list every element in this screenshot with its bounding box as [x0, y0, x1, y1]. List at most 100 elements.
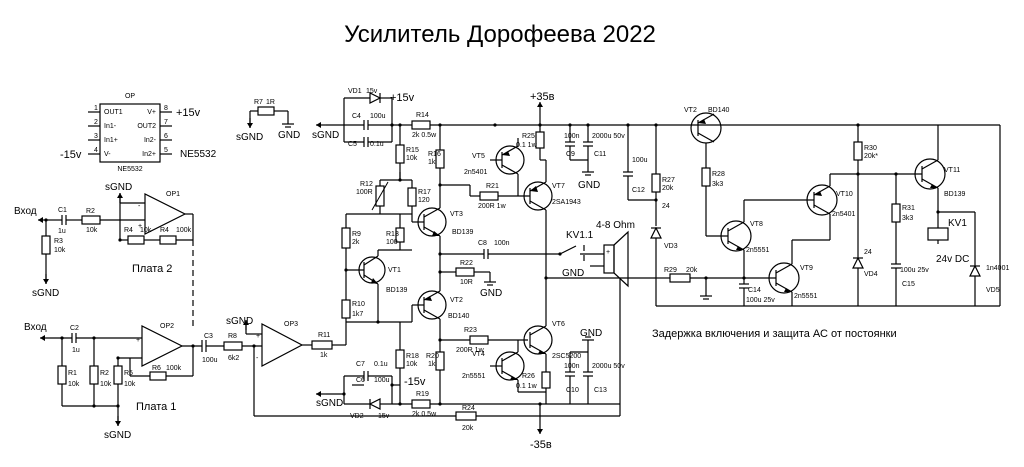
- r12-label: R12: [360, 181, 373, 188]
- r5-value: 10k: [124, 381, 136, 388]
- ic-part-small: NE5532: [117, 166, 142, 173]
- svg-text:+: +: [606, 249, 610, 256]
- amp-lower-supply: C7 0.1u C6 100u -15v sGND VD2 15v R19 2k…: [254, 278, 621, 432]
- svg-text:+: +: [138, 223, 142, 230]
- r6-value: 100k: [166, 365, 182, 372]
- op2-label: OP2: [160, 323, 174, 330]
- vd5-value: 1n4001: [986, 265, 1009, 272]
- c14-label: C14: [748, 287, 761, 294]
- c13-label: C13: [594, 387, 607, 394]
- relay-name: KV1: [948, 218, 967, 229]
- board1-preamp: Вход C2 1u R1 10k R2 10k R5 10k sGND + -…: [24, 316, 344, 441]
- r30-label: R30: [864, 145, 877, 152]
- gnd-label-upper-caps: GND: [578, 180, 600, 191]
- vt5-label: VT5: [472, 153, 485, 160]
- c10-value: 100n: [564, 363, 580, 370]
- r19-label: R19: [416, 391, 429, 398]
- vt2-prot-part: BD140: [708, 107, 730, 114]
- rail-vpos35: +35в: [530, 91, 555, 103]
- ic-num-3: 3: [94, 133, 98, 140]
- r5-label: R5: [124, 370, 133, 377]
- c7-value: 0.1u: [374, 361, 388, 368]
- vt3-part: BD139: [452, 229, 474, 236]
- vd4-label: VD4: [864, 271, 878, 278]
- r2-b1-label: R2: [100, 370, 109, 377]
- r12-value: 100R: [356, 189, 373, 196]
- ic-vneg-label: -15v: [60, 149, 82, 161]
- r4b-label: R4: [160, 227, 169, 234]
- sgnd-label-upper: sGND: [312, 130, 339, 141]
- r4a-value: 10k: [140, 227, 152, 234]
- c3-value: 100u: [202, 357, 218, 364]
- c8-label: C8: [478, 240, 487, 247]
- r3-value: 10k: [54, 247, 66, 254]
- svg-text:-: -: [138, 203, 141, 210]
- relay-coil: 24v DC: [936, 254, 969, 265]
- vt8-part: 2n5551: [746, 247, 769, 254]
- r17-label: R17: [418, 189, 431, 196]
- op3-label: OP3: [284, 321, 298, 328]
- input-label-board1: Вход: [24, 322, 47, 333]
- r2-b1-value: 10k: [100, 381, 112, 388]
- vt5-part: 2n5401: [464, 169, 487, 176]
- c1-value: 1u: [58, 228, 66, 235]
- c8-value: 100n: [494, 240, 510, 247]
- c7-label: C7: [356, 361, 365, 368]
- r13-label: R13: [386, 231, 399, 238]
- vt3-label: VT3: [450, 211, 463, 218]
- r13-value: 100: [386, 239, 398, 246]
- r23-label: R23: [464, 327, 477, 334]
- page-title: Усилитель Дорофеева 2022: [344, 21, 656, 48]
- vt7-part: 2SA1943: [552, 199, 581, 206]
- c3-label: C3: [204, 333, 213, 340]
- c14-value: 100u 25v: [746, 297, 775, 304]
- ic-num-5: 5: [164, 147, 168, 154]
- ic-num-8: 8: [164, 105, 168, 112]
- c1-label: C1: [58, 207, 67, 214]
- speaker-label: 4-8 Ohm: [596, 220, 635, 231]
- r6-label: R6: [152, 365, 161, 372]
- r18-value: 10k: [406, 361, 418, 368]
- vt8-label: VT8: [750, 221, 763, 228]
- r17-value: 120: [418, 197, 430, 204]
- vt6-part: 2SC5200: [552, 353, 581, 360]
- output-stage: +35в R25 0.1 1w VT5 2n5401 R21 200R 1w: [456, 91, 656, 451]
- ic-pinout: OP NE5532 OUT1 In1- In1+ V- V+ OUT2 In2-…: [60, 93, 217, 173]
- vt11-label: VT11: [944, 167, 960, 174]
- vd1-label: VD1: [348, 88, 362, 95]
- r30-value: 20k*: [864, 153, 878, 160]
- r9-value: 2k: [352, 239, 360, 246]
- vt6-label: VT6: [552, 321, 565, 328]
- r31-label: R31: [902, 205, 915, 212]
- r14-label: R14: [416, 112, 429, 119]
- ic-pin-l2: In1-: [104, 123, 117, 130]
- c2-value: 1u: [72, 347, 80, 354]
- r20-value: 1k: [428, 361, 436, 368]
- r10-value: 1k7: [352, 311, 363, 318]
- r8-label: R8: [228, 333, 237, 340]
- c15-value: 100u 25v: [900, 267, 929, 274]
- protection-caption: Задержка включения и защита АС от постоя…: [652, 328, 897, 340]
- r22-label: R22: [460, 260, 473, 267]
- vd4-value: 24: [864, 249, 872, 256]
- r27-label: R27: [662, 177, 675, 184]
- amp-vneg15-label: -15v: [404, 376, 426, 388]
- r22-value: 10R: [460, 279, 473, 286]
- svg-text:+: +: [136, 337, 140, 344]
- sgnd-label-b2: sGND: [32, 288, 59, 299]
- r21-value: 200R 1w: [478, 203, 507, 210]
- r25-value: 0.1 1w: [516, 142, 538, 149]
- vt9-label: VT9: [800, 265, 813, 272]
- c9-value: 100n: [564, 133, 580, 140]
- c5-value: 0.1u: [370, 141, 384, 148]
- r1-value: 10k: [68, 381, 80, 388]
- r10-label: R10: [352, 301, 365, 308]
- r11-label: R11: [318, 332, 330, 339]
- c4-value: 100u: [370, 113, 386, 120]
- sgnd-label-op3: sGND: [226, 316, 253, 327]
- sgnd-label-lower: sGND: [316, 398, 343, 409]
- sgnd-label-b1: sGND: [104, 430, 131, 441]
- c12-value: 100u: [632, 157, 648, 164]
- r7-link: R7 1R sGND GND: [236, 99, 300, 143]
